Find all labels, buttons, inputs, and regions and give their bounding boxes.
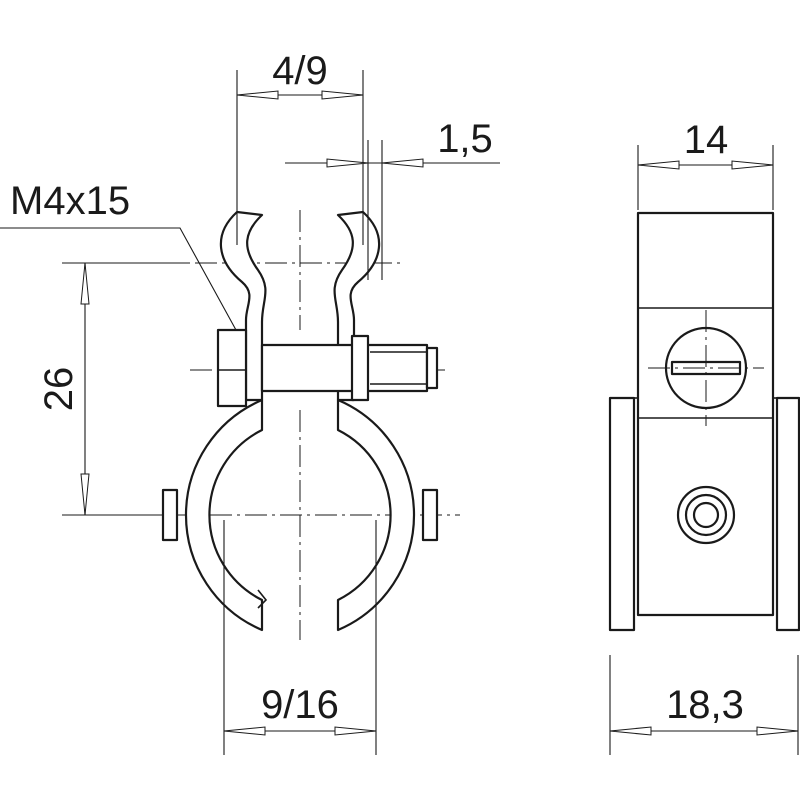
bolt-tip bbox=[425, 346, 439, 390]
arrow-26-top bbox=[80, 262, 90, 305]
arrow-4-9-left bbox=[236, 90, 279, 100]
screw-label: M4x15 bbox=[10, 179, 130, 223]
front-view: 4/9 1,5 M4x15 26 9/16 bbox=[0, 49, 500, 755]
side-flange-right bbox=[775, 396, 800, 632]
nut-right bbox=[350, 334, 370, 402]
dim-1-5-label: 1,5 bbox=[437, 117, 493, 161]
dim-18-3-label: 18,3 bbox=[666, 683, 744, 727]
arrow-14-left bbox=[637, 160, 680, 170]
arrow-18-3-right bbox=[756, 726, 799, 736]
ring-lug-left bbox=[161, 488, 179, 542]
dim-9-16-label: 9/16 bbox=[261, 683, 339, 727]
slot-mark bbox=[257, 589, 268, 609]
clamp-ring-right bbox=[336, 398, 416, 632]
side-view: 14 18,3 bbox=[608, 118, 800, 755]
side-flange-left bbox=[608, 396, 636, 632]
arrow-1-5-right bbox=[381, 158, 424, 168]
arrow-4-9-right bbox=[321, 90, 364, 100]
dim-4-9-label: 4/9 bbox=[272, 49, 328, 93]
arrow-9-16-right bbox=[334, 726, 377, 736]
clamp-ring-left bbox=[184, 398, 264, 632]
dim-14-label: 14 bbox=[684, 118, 729, 162]
arrow-9-16-left bbox=[223, 726, 266, 736]
arrow-18-3-left bbox=[609, 726, 652, 736]
bolt-head bbox=[216, 328, 248, 408]
screw-leader bbox=[0, 227, 237, 331]
arrow-26-bottom bbox=[80, 473, 90, 516]
arrow-1-5-left bbox=[326, 158, 369, 168]
hanger-strap-left bbox=[219, 210, 267, 402]
dim-26-label: 26 bbox=[37, 367, 81, 412]
ring-lug-right bbox=[421, 488, 439, 542]
side-body bbox=[636, 211, 775, 617]
arrow-14-right bbox=[731, 160, 774, 170]
lug-inner bbox=[692, 501, 720, 529]
